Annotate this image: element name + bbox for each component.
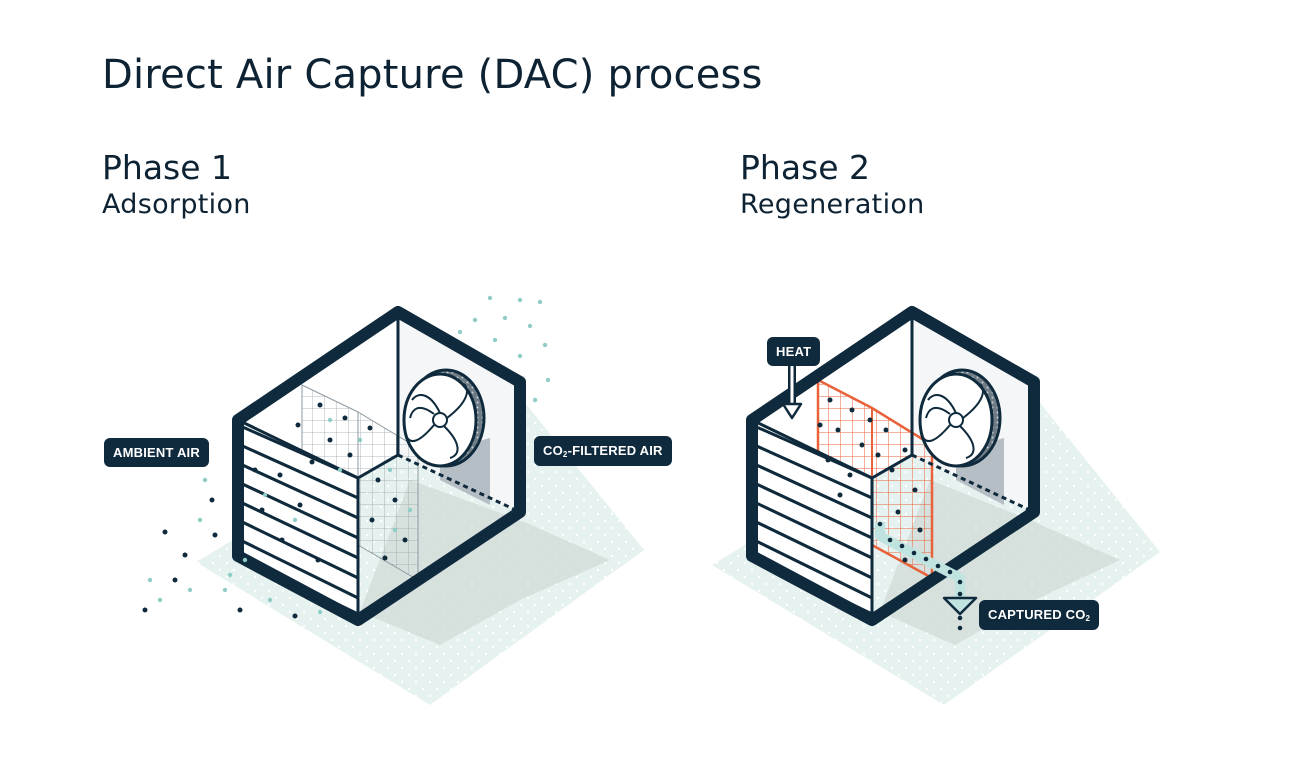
phase-2-heading: Phase 2 Regeneration xyxy=(740,148,925,222)
phase-1-subtitle: Adsorption xyxy=(102,189,251,220)
louver-stack xyxy=(236,422,360,617)
phase-1-heading: Phase 1 Adsorption xyxy=(102,148,251,222)
captured-co2-prefix: CAPTURED CO xyxy=(988,607,1086,622)
phase-2-unit xyxy=(712,306,1160,705)
phase-1-name: Phase 1 xyxy=(102,148,233,187)
down-arrow-icon xyxy=(942,596,978,616)
co2-filtered-air-label: CO2-FILTERED AIR xyxy=(534,436,672,466)
fan-icon xyxy=(918,368,1002,468)
phase-2-name: Phase 2 xyxy=(740,148,871,187)
cast-shadow xyxy=(880,480,1120,645)
captured-co2-subscript: 2 xyxy=(1085,614,1091,623)
co2-filtered-air-suffix: -FILTERED AIR xyxy=(567,443,663,458)
ambient-air-label: AMBIENT AIR xyxy=(104,438,209,467)
heat-label: HEAT xyxy=(767,337,821,366)
captured-co2-label: CAPTURED CO2 xyxy=(979,600,1100,630)
air-particles xyxy=(147,295,551,615)
cast-shadow xyxy=(360,480,610,645)
co2-particles xyxy=(142,402,408,619)
down-arrow-icon xyxy=(781,362,803,420)
co2-extraction-path xyxy=(875,521,978,631)
co2-particles xyxy=(817,397,923,563)
co2-filtered-air-subscript: 2 xyxy=(562,450,568,459)
co2-filtered-air-prefix: CO xyxy=(543,443,563,458)
phase-1-unit xyxy=(142,295,644,705)
phase-2-subtitle: Regeneration xyxy=(740,189,925,220)
page-title: Direct Air Capture (DAC) process xyxy=(102,52,763,98)
fan-icon xyxy=(402,368,486,468)
